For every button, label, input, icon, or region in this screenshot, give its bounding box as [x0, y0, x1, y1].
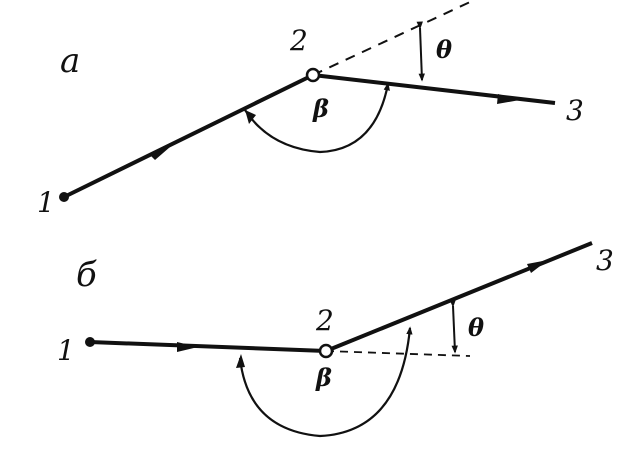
panel-a-point-1 [59, 192, 69, 202]
panel-a-point-2 [305, 67, 321, 83]
panel-b-beta-arc-start-arrow [236, 354, 245, 368]
panel-b-arrow-2-3 [527, 260, 548, 273]
panel-a-point-3-label: 3 [566, 94, 584, 127]
panel-b-point-2 [318, 343, 334, 359]
panel-b-beta-label: β [315, 363, 332, 392]
panel-b-label: б [76, 255, 97, 295]
panel-b-segment-1-2 [89, 340, 327, 353]
panel-b-point-1-label: 1 [57, 334, 75, 367]
panel-a-beta-arc [244, 82, 390, 154]
panel-b-point-2-label: 2 [315, 304, 334, 337]
panel-b-theta-label: θ [468, 313, 484, 342]
panel-b-theta-arrow [449, 299, 458, 354]
panel-a-point-2-label: 2 [289, 24, 308, 57]
panel-a-arrow-2-3 [497, 94, 520, 104]
panel-a-point-1-label: 1 [37, 186, 55, 219]
panel-a-label: а [60, 41, 80, 81]
panel-a-segment-2-3 [312, 73, 556, 105]
panel-a-beta-label: β [312, 94, 329, 123]
panel-b-segment-2-3 [325, 241, 593, 353]
panel-b-extension-dashed [325, 350, 471, 357]
panel-b-point-1 [85, 337, 95, 347]
panel-a-theta-arrow [416, 21, 425, 82]
panel-a-arrow-1-2 [150, 147, 170, 160]
panel-b-point-3-label: 3 [596, 244, 614, 277]
panel-b: б 1 2 3 β θ [57, 241, 614, 438]
panel-a-theta-label: θ [436, 35, 452, 64]
panel-a-extension-dashed [312, 1, 471, 76]
panel-a-segment-1-2 [63, 73, 314, 199]
panel-b-arrow-1-2 [177, 342, 198, 352]
panel-a: а 1 2 3 β θ [37, 1, 584, 219]
panel-a-beta-arc-start-arrow [245, 110, 256, 124]
panel-b-beta-arc [238, 326, 413, 438]
